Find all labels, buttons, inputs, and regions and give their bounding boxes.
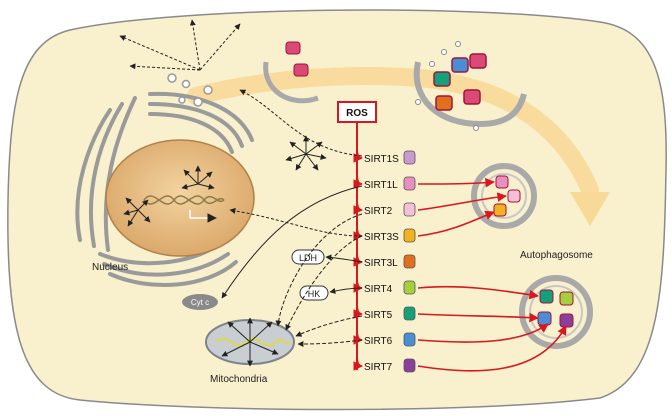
transcription-arrow [189,210,217,223]
golgi-er-stacks [75,91,254,288]
hk-label: HK [308,289,321,299]
ros-label: ROS [346,108,368,119]
sirtuin-label: SIRT5 [364,310,393,321]
autophagosome-label: Autophagosome [520,250,593,261]
regulatory-arrows [221,89,363,347]
sirtuin-protein-icon [403,228,416,243]
ldh-badge [291,249,325,265]
ros-branch-arrow [353,171,363,189]
nucleus [105,139,255,257]
sirtuin-label: SIRT3S [364,232,399,243]
isolation-membrane-large [413,41,527,131]
autophagy-flow-arrowhead [570,192,610,226]
sirtuin-protein-icon [403,254,416,269]
autophagy-arrows [417,177,567,372]
sirtuin-label: SIRT6 [364,336,393,347]
cytosol-burst [285,135,327,171]
mito-burst [221,317,279,367]
sirtuin-protein-icon [403,332,416,347]
autophagosome-lower [519,275,593,349]
cyt-c-label: Cyt c [191,298,209,307]
nucleus-label: Nucleus [92,262,128,273]
sirtuin-protein-icon [403,202,416,217]
sirtuin-label: SIRT2 [364,206,393,217]
ros-branch-arrow [353,301,363,319]
top-burst [119,19,241,71]
sirtuin-label: SIRT4 [364,284,393,295]
cell-membrane [7,9,667,411]
sirtuin-protein-icon [403,176,416,191]
cyt-c-badge [182,294,218,310]
sirtuin-label: SIRT3L [364,258,398,269]
sirtuin-protein-icon [403,150,416,165]
ros-branch-arrow [353,145,363,163]
dna-helix [143,195,225,205]
golgi-vesicles [167,73,213,107]
hk-badge [299,285,329,301]
sirtuin-protein-icon [403,358,416,373]
sirtuin-label: SIRT1S [364,154,399,165]
isolation-membrane-small [263,41,319,104]
ldh-label: LDH [299,253,317,263]
sirtuin-label: SIRT7 [364,362,393,373]
ros-branch-arrow [353,197,363,215]
nuclear-burst-top [181,165,215,190]
nuclear-burst-left [123,197,151,227]
sirtuin-protein-icon [403,306,416,321]
mitochondria-label: Mitochondria [210,374,268,385]
sirtuin-protein-icon [403,280,416,295]
sirtuin-label: SIRT1L [364,180,398,191]
autophagy-flow-band [187,67,599,199]
ros-branch-arrow [353,353,363,371]
